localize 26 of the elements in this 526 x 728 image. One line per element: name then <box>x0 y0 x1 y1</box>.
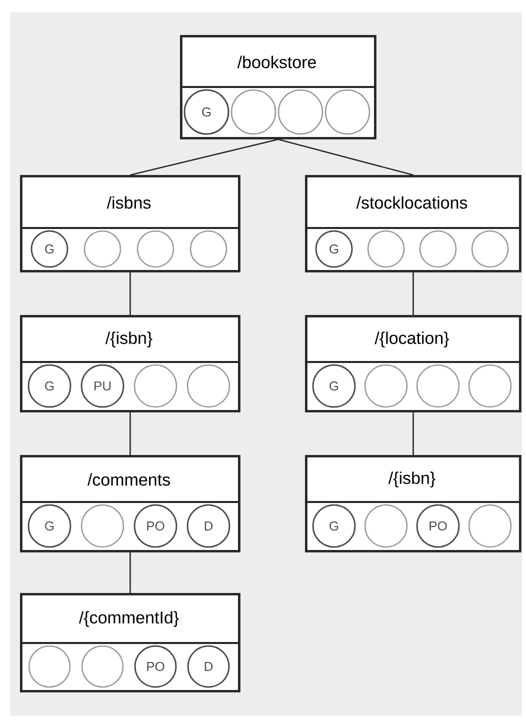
empty-circle <box>364 504 408 548</box>
empty-circle <box>367 230 405 268</box>
connector-line <box>130 552 131 593</box>
empty-circle <box>81 645 124 688</box>
empty-circle <box>471 230 509 268</box>
empty-circle <box>416 364 460 408</box>
connector-line <box>278 138 414 176</box>
empty-circle <box>419 230 457 268</box>
connector-line <box>412 412 414 455</box>
empty-circle <box>186 364 230 408</box>
empty-circle <box>468 364 512 408</box>
empty-circle <box>28 645 71 688</box>
connector-line <box>130 272 131 315</box>
empty-circle <box>324 89 370 135</box>
empty-circle <box>84 230 122 268</box>
connector-line <box>130 412 131 455</box>
empty-circle <box>230 89 276 135</box>
empty-circle <box>190 230 228 268</box>
empty-circle <box>134 364 178 408</box>
empty-circle <box>468 504 512 548</box>
empty-circle <box>278 89 324 135</box>
empty-circle <box>80 504 124 548</box>
empty-circle <box>136 230 174 268</box>
empty-circle <box>364 364 408 408</box>
connector-line <box>130 138 278 176</box>
connector-line <box>412 272 414 315</box>
